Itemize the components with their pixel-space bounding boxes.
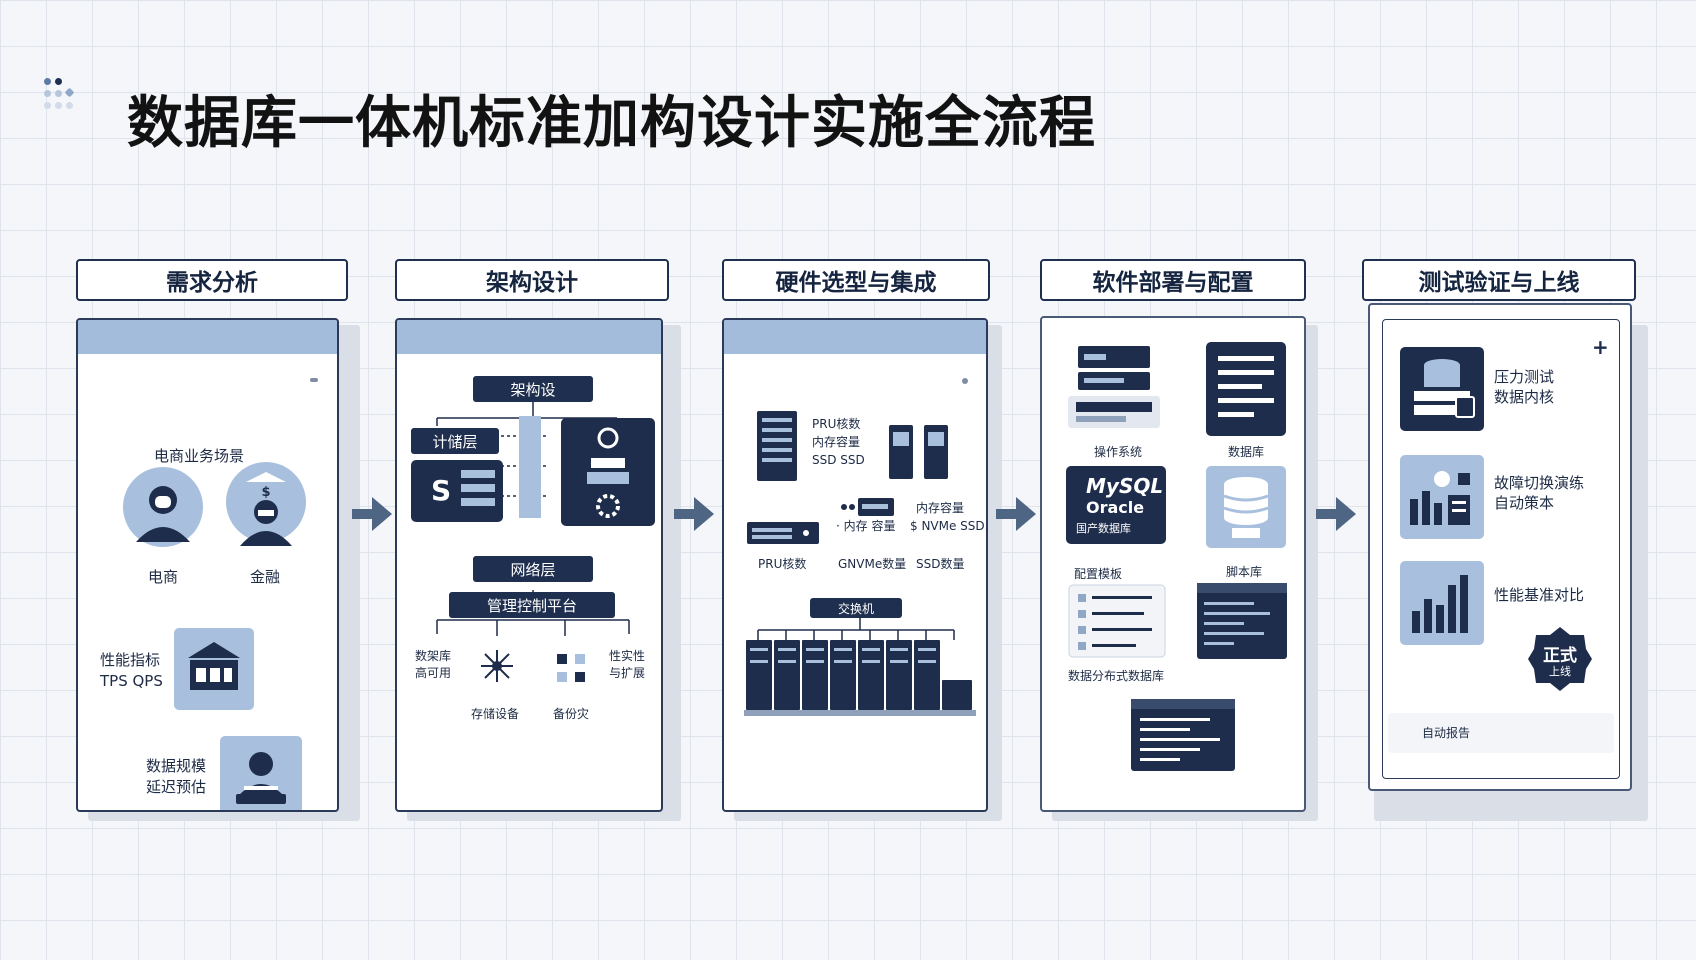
pcie-label: PRU核数 — [758, 557, 807, 571]
test-server-icon — [1400, 347, 1484, 431]
mgmt-platform-box: 管理控制平台 — [449, 592, 615, 618]
finance-user-icon: $ — [226, 462, 306, 546]
decorative-dots-icon — [44, 78, 84, 120]
bar-chart-icon — [1400, 561, 1484, 645]
distributed-db-label: 数据分布式数据库 — [1068, 669, 1165, 683]
nvme-drive-icon — [841, 498, 894, 516]
rack-server-icon — [747, 522, 819, 544]
ha-label: 数架库 — [415, 649, 452, 663]
document-list-icon — [1206, 342, 1286, 436]
stage-title: 硬件选型与集成 — [722, 259, 990, 301]
database-stack-icon — [561, 418, 655, 526]
config-form-icon — [1068, 584, 1166, 658]
network-hub-icon — [481, 650, 513, 682]
os-label: 操作系统 — [1094, 445, 1143, 459]
backup-label: 备份灾 — [553, 707, 590, 721]
flow-arrow-icon — [352, 497, 392, 531]
scale-label: 性实性 — [609, 649, 646, 663]
config-template-label: 配置模板 — [1074, 567, 1123, 581]
switch-label: 交换机 — [837, 601, 874, 616]
mem2-a: · 内存 容量 — [836, 519, 896, 533]
stage-title: 需求分析 — [76, 259, 348, 301]
mysql-logo: MySQL — [1086, 474, 1164, 498]
finance-label: 金融 — [250, 568, 281, 586]
scale-detail: 延迟预估 — [146, 778, 207, 796]
ha-label-2: 高可用 — [415, 666, 452, 680]
seal-text-1: 正式 — [1543, 646, 1577, 666]
stage-card: + 压力测试 数据内核 故障切换演练 自动策本 — [1368, 303, 1632, 791]
db-logo-panel: MySQL Oracle 国产数据库 — [1066, 466, 1166, 544]
nvme-count-label: GNVMe数量 — [838, 557, 907, 571]
perf-metrics: TPS QPS — [100, 672, 163, 690]
db-label: 数据库 — [1228, 445, 1265, 459]
server-tower-icon — [757, 411, 797, 481]
auto-report-bar — [1388, 713, 1614, 753]
perf-title: 性能指标 — [100, 651, 161, 669]
svg-text:S: S — [431, 474, 451, 507]
arch-top-box: 架构设 — [473, 376, 593, 402]
page-title: 数据库一体机标准加构设计实施全流程 — [127, 91, 1096, 156]
server-pair-icon — [889, 425, 948, 479]
server-rack-cluster-icon — [744, 618, 976, 716]
server-stack-icon — [1068, 346, 1160, 428]
flow-arrow-icon — [1316, 497, 1356, 531]
seal-text-2: 上线 — [1549, 665, 1571, 678]
launch-seal-icon: 正式 上线 — [1526, 625, 1594, 693]
mem-label: 内存容量 — [812, 435, 861, 449]
domestic-db-caption: 国产数据库 — [1076, 522, 1131, 535]
ecommerce-label: 电商 — [148, 568, 179, 586]
stage-title: 软件部署与配置 — [1040, 259, 1306, 301]
stress-test-label: 压力测试 — [1494, 368, 1555, 386]
network-switch-icon: 交换机 — [810, 598, 902, 618]
failover-label: 故障切换演练 — [1494, 474, 1585, 492]
oracle-logo: Oracle — [1086, 498, 1145, 517]
stress-test-detail: 数据内核 — [1494, 388, 1555, 406]
benchmark-label: 性能基准对比 — [1494, 586, 1585, 604]
storage-layer-box: 计储层 — [411, 428, 499, 454]
database-icon — [1206, 466, 1286, 548]
mem2-b: $ NVMe SSD. — [910, 519, 988, 533]
code-window-icon — [1131, 699, 1235, 771]
scripts-label: 脚本库 — [1226, 565, 1263, 579]
store-icon — [174, 628, 254, 710]
stage-title: 架构设计 — [395, 259, 669, 301]
failover-icon — [557, 654, 585, 682]
plus-icon: + — [1592, 335, 1609, 359]
failover-drill-icon — [1400, 455, 1484, 539]
scale-label-2: 与扩展 — [609, 666, 646, 680]
auto-report-label: 自动报告 — [1422, 726, 1471, 740]
ssd-count-label: SSD数量 — [916, 557, 965, 571]
cpu-label: PRU核数 — [812, 417, 861, 431]
stage-card: 电商业务场景 $ 电商 金融 性能指标 TPS QPS — [76, 318, 339, 812]
scale-title: 数据规模 — [146, 757, 207, 775]
stage-card: 操作系统 数据库 MySQL Oracle 国产数据库 配置模板 脚本库 — [1040, 316, 1306, 812]
flow-arrow-icon — [674, 497, 714, 531]
terminal-icon — [1197, 583, 1287, 659]
stage-card: 架构设 计储层 S 网络层 管理控制平台 数架库 — [395, 318, 663, 812]
ssd-label: SSD SSD — [812, 453, 865, 467]
flow-arrow-icon — [996, 497, 1036, 531]
storage-device-label: 存储设备 — [471, 707, 520, 721]
stage-title: 测试验证与上线 — [1362, 259, 1636, 301]
scenario-label: 电商业务场景 — [154, 447, 245, 465]
compute-icon: S — [411, 460, 503, 522]
data-bus-bar — [519, 416, 541, 518]
inner-panel — [1382, 319, 1620, 779]
failover-detail: 自动策本 — [1494, 494, 1555, 512]
mem2-title: 内存容量 — [916, 501, 965, 515]
analyst-icon — [220, 736, 302, 810]
dollar-badge: $ — [261, 485, 270, 500]
network-layer-box: 网络层 — [473, 556, 593, 582]
ecommerce-user-icon — [123, 467, 203, 547]
stage-card: PRU核数 内存容量 SSD SSD PRU核数 内存容量 · 内存 容量 $ … — [722, 318, 988, 812]
